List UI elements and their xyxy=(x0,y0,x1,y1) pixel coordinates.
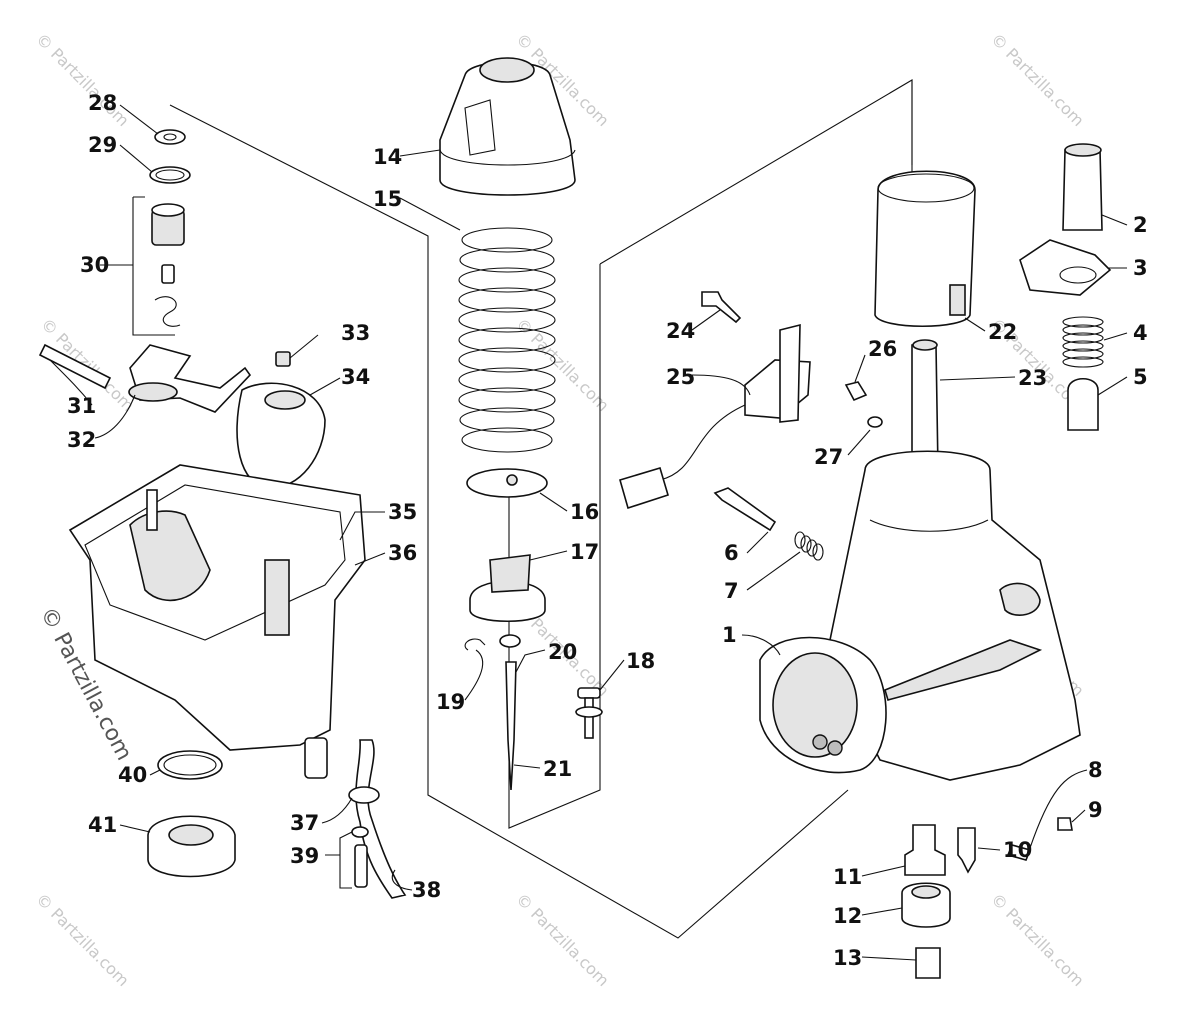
callout-7: 7 xyxy=(724,579,739,603)
carb-body-group xyxy=(619,143,1112,979)
callout-35: 35 xyxy=(388,500,417,524)
callout-40: 40 xyxy=(118,763,147,787)
e-clip-19 xyxy=(464,638,486,651)
clamp-37 xyxy=(348,786,380,804)
callout-5: 5 xyxy=(1133,365,1148,389)
needle-valve-30 xyxy=(161,264,175,284)
float-bowl-group xyxy=(38,129,407,899)
callout-28: 28 xyxy=(88,91,117,115)
spring-15 xyxy=(458,227,556,453)
callout-34: 34 xyxy=(341,365,370,389)
callout-20: 20 xyxy=(548,640,577,664)
callout-23: 23 xyxy=(1018,366,1047,390)
o-ring-40 xyxy=(157,750,223,780)
washer-20 xyxy=(499,634,521,648)
top-cap-group xyxy=(439,57,603,791)
watermark: © Partzilla.com xyxy=(987,889,1088,990)
spring-4 xyxy=(1062,316,1104,368)
callout-39: 39 xyxy=(290,844,319,868)
callout-22: 22 xyxy=(988,320,1017,344)
bowl-nipple xyxy=(304,737,328,779)
callout-24: 24 xyxy=(666,319,695,343)
callout-25: 25 xyxy=(666,365,695,389)
callout-41: 41 xyxy=(88,813,117,837)
callout-37: 37 xyxy=(290,811,319,835)
callout-33: 33 xyxy=(341,321,370,345)
float-bowl-35 xyxy=(68,464,366,751)
callout-21: 21 xyxy=(543,757,572,781)
callout-8: 8 xyxy=(1088,758,1103,782)
callout-17: 17 xyxy=(570,540,599,564)
callout-27: 27 xyxy=(814,445,843,469)
washer-28 xyxy=(154,129,186,145)
throttle-sensor-25 xyxy=(744,359,811,419)
callout-3: 3 xyxy=(1133,256,1148,280)
pilot-jet-10 xyxy=(957,827,976,874)
cable-fitting-2 xyxy=(1062,149,1103,231)
jet-needle-21 xyxy=(505,661,517,791)
float-34 xyxy=(236,382,326,489)
sensor-connector xyxy=(619,467,669,510)
screw-39 xyxy=(354,844,368,888)
callout-13: 13 xyxy=(833,946,862,970)
spring-seat-16 xyxy=(466,468,548,498)
pilot-screw-6 xyxy=(713,487,777,532)
watermark: © Partzilla.com xyxy=(32,29,133,130)
spring-8 xyxy=(1006,844,1032,861)
screw-24 xyxy=(701,291,742,324)
callout-15: 15 xyxy=(373,187,402,211)
callout-11: 11 xyxy=(833,865,862,889)
callout-18: 18 xyxy=(626,649,655,673)
float-arm-32 xyxy=(129,344,252,413)
callout-labels: 1 2 3 4 5 6 7 8 9 10 11 12 13 14 15 16 1… xyxy=(67,91,1148,970)
bracket-3 xyxy=(1019,239,1112,296)
jet-holder-11 xyxy=(904,824,946,876)
callout-12: 12 xyxy=(833,904,862,928)
callout-2: 2 xyxy=(1133,213,1148,237)
washer-39 xyxy=(351,826,369,838)
float-pin-33 xyxy=(275,351,291,367)
callout-10: 10 xyxy=(1003,838,1032,862)
screw-18 xyxy=(577,687,601,699)
callout-1: 1 xyxy=(722,623,737,647)
starter-plunger-5 xyxy=(1067,377,1099,431)
callout-31: 31 xyxy=(67,394,96,418)
idle-screw-9 xyxy=(1057,817,1073,831)
callout-6: 6 xyxy=(724,541,739,565)
callout-14: 14 xyxy=(373,145,402,169)
watermark: © Partzilla.com xyxy=(987,29,1088,130)
callout-4: 4 xyxy=(1133,321,1148,345)
callout-16: 16 xyxy=(570,500,599,524)
callout-32: 32 xyxy=(67,428,96,452)
callout-29: 29 xyxy=(88,133,117,157)
main-jet-13 xyxy=(915,947,941,979)
callout-26: 26 xyxy=(868,337,897,361)
watermark: © Partzilla.com xyxy=(512,889,613,990)
washer-27 xyxy=(867,416,883,428)
screw-26 xyxy=(844,381,868,402)
needle-holder-17 xyxy=(469,580,546,622)
callout-30: 30 xyxy=(80,253,109,277)
leader-lines xyxy=(49,80,1128,961)
clip-30 xyxy=(154,296,181,327)
callout-19: 19 xyxy=(436,690,465,714)
spring-7 xyxy=(794,531,824,561)
float-pin-31 xyxy=(38,343,112,390)
callout-38: 38 xyxy=(412,878,441,902)
callout-36: 36 xyxy=(388,541,417,565)
watermark: © Partzilla.com xyxy=(32,889,133,990)
callout-9: 9 xyxy=(1088,798,1103,822)
